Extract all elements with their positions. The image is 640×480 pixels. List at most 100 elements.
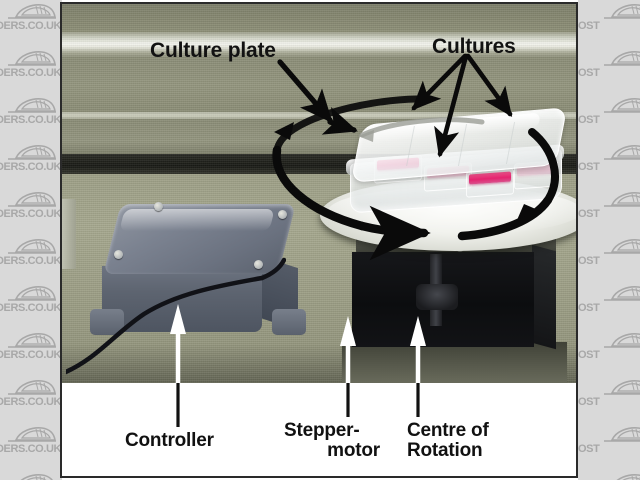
watermark-tile: DERS.CO.UK — [0, 423, 62, 470]
watermark-tile: DERS.CO.UK — [0, 188, 62, 235]
apparatus-photograph: Culture plate Cultures — [62, 4, 576, 383]
watermark-text: DERS.CO.UK — [0, 349, 62, 361]
locost-car-icon — [8, 51, 56, 66]
motor-shaft-coupler — [416, 284, 458, 310]
watermark-text: LOCOST — [578, 396, 600, 408]
watermark-text: DERS.CO.UK — [0, 67, 62, 79]
caption-controller: Controller — [125, 430, 214, 451]
watermark-text: DERS.CO.UK — [0, 396, 62, 408]
locost-car-icon — [8, 192, 56, 207]
watermark-tile: LOCOST — [578, 47, 640, 94]
locost-car-icon — [604, 98, 640, 113]
locost-car-icon — [604, 51, 640, 66]
watermark-tile: LOCOST — [578, 0, 640, 47]
locost-car-icon — [8, 4, 56, 19]
watermark-tile: LOCOST — [578, 423, 640, 470]
watermark-tile: DERS.CO.UK — [0, 141, 62, 188]
watermark-tile: DERS.CO.UK — [0, 329, 62, 376]
watermark-tile: LOCOST — [578, 188, 640, 235]
bench-post — [62, 199, 76, 269]
centre-of-rotation-pointer-arrow — [410, 316, 426, 383]
motor-floor-shadow — [342, 342, 567, 383]
background-wall-upper — [62, 4, 576, 34]
locost-car-icon — [604, 145, 640, 160]
watermark-tile: DERS.CO.UK — [0, 0, 62, 47]
locost-car-icon — [8, 145, 56, 160]
watermark-tile: DERS.CO.UK — [0, 94, 62, 141]
label-cultures: Cultures — [432, 35, 516, 58]
controller-enclosure — [66, 202, 306, 375]
cultures-leader-arrows — [411, 53, 513, 158]
watermark-text: DERS.CO.UK — [0, 443, 62, 455]
watermark-tile: LOCOST — [578, 329, 640, 376]
watermark-text: LOCOST — [578, 302, 600, 314]
locost-car-icon — [8, 427, 56, 442]
watermark-tile: LOCOST — [578, 235, 640, 282]
caption-centre-of-rotation-line1: Centre of — [407, 420, 489, 441]
locost-car-icon — [604, 380, 640, 395]
watermark-tile: LOCOST — [578, 376, 640, 423]
controller-pointer-arrow — [170, 304, 186, 383]
locost-car-icon — [604, 286, 640, 301]
watermark-text: LOCOST — [578, 20, 600, 32]
locost-car-icon — [8, 98, 56, 113]
controller-screw — [278, 210, 287, 219]
watermark-tile: DERS.CO.UK — [0, 235, 62, 282]
controller-screw — [114, 250, 123, 259]
watermark-text: LOCOST — [578, 208, 600, 220]
background-metal-shine — [62, 32, 576, 58]
caption-leader-lines — [176, 383, 420, 427]
watermark-tile: LOCOST — [578, 141, 640, 188]
watermark-text: LOCOST — [578, 255, 600, 267]
watermark-tile: LOCOST — [578, 282, 640, 329]
watermark-text: LOCOST — [578, 349, 600, 361]
watermark-tile: DERS.CO.UK — [0, 47, 62, 94]
locost-car-icon — [604, 4, 640, 19]
watermark-text: LOCOST — [578, 443, 600, 455]
caption-area: Controller Stepper- motor Centre of Rota… — [62, 383, 576, 476]
locost-car-icon — [20, 474, 53, 480]
watermark-tile: DERS.CO.UK — [0, 282, 62, 329]
culture-plate-leader-arrow — [277, 59, 358, 135]
caption-stepper-motor-line2: motor — [327, 440, 380, 461]
locost-car-icon — [604, 239, 640, 254]
controller-mounting-flange — [272, 309, 306, 335]
caption-stepper-motor: Stepper- motor — [284, 421, 380, 461]
watermark-tile: LOCOST — [578, 470, 640, 480]
locost-car-icon — [8, 333, 56, 348]
figure-frame: Culture plate Cultures Controller Steppe… — [60, 2, 578, 478]
locost-car-icon — [8, 239, 56, 254]
controller-screw — [154, 202, 163, 211]
locost-car-icon — [8, 286, 56, 301]
watermark-text: DERS.CO.UK — [0, 114, 62, 126]
watermark-text: LOCOST — [578, 114, 600, 126]
watermark-text: DERS.CO.UK — [0, 302, 62, 314]
watermark-text: DERS.CO.UK — [0, 20, 62, 32]
label-culture-plate: Culture plate — [150, 39, 276, 62]
watermark-text: DERS.CO.UK — [0, 161, 62, 173]
controller-screw — [254, 260, 263, 269]
watermark-text: DERS.CO.UK — [0, 255, 62, 267]
locost-car-icon — [604, 333, 640, 348]
watermark-tiles-left: DERS.CO.UK DERS.CO.UK DERS.CO.UK DERS.CO.UK… — [0, 0, 62, 480]
watermark-tile: DERS.CO.UK — [0, 376, 62, 423]
rotation-direction-arrow — [272, 95, 559, 261]
watermark-strip-right: LOCOST LOCOST LOCOST LOCOST LOCOST LOCOST LOCO… — [578, 0, 640, 480]
locost-car-icon — [604, 427, 640, 442]
locost-car-icon — [616, 474, 640, 480]
watermark-text: LOCOST — [578, 161, 600, 173]
caption-centre-of-rotation: Centre of Rotation — [407, 421, 489, 461]
annotation-overlay — [170, 53, 559, 383]
controller-cable — [66, 257, 286, 375]
caption-stepper-motor-line1: Stepper- — [284, 420, 360, 441]
locost-car-icon — [8, 380, 56, 395]
watermark-tile: DERS.CO.UK — [0, 470, 62, 480]
locost-car-icon — [604, 192, 640, 207]
watermark-strip-left: DERS.CO.UK DERS.CO.UK DERS.CO.UK DERS.CO.UK… — [0, 0, 62, 480]
watermark-text: DERS.CO.UK — [0, 208, 62, 220]
caption-centre-of-rotation-line2: Rotation — [407, 440, 483, 461]
controller-mounting-flange — [90, 309, 124, 335]
watermark-text: LOCOST — [578, 67, 600, 79]
stepper-motor-pointer-arrow — [340, 316, 356, 383]
